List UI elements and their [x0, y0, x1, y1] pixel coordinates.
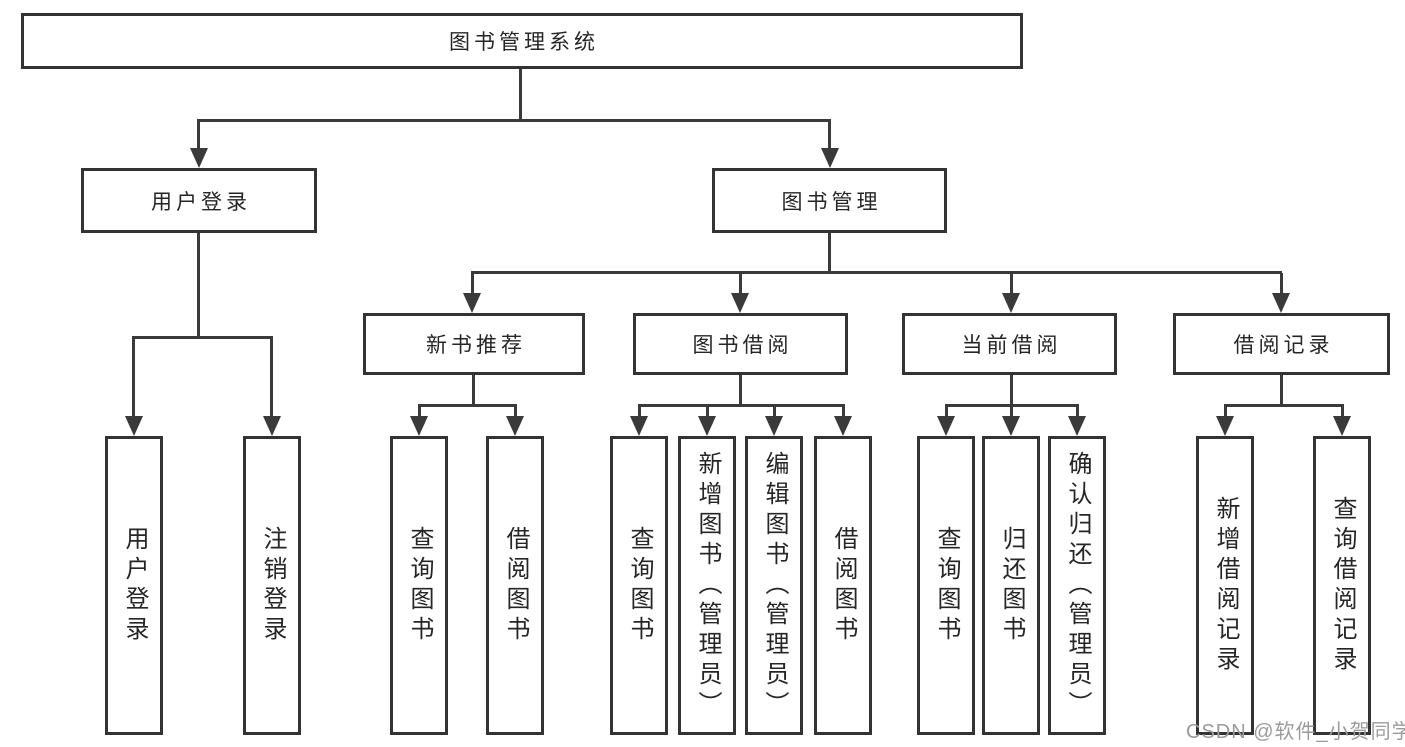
- connector-line: [1280, 273, 1283, 295]
- arrow-down-icon: [125, 416, 143, 436]
- connector-line: [418, 406, 421, 418]
- connector-line: [1224, 406, 1227, 418]
- leaf-label: 归还图书: [998, 525, 1025, 646]
- arrow-down-icon: [821, 148, 839, 168]
- leaf-borrow-book-recommend: 借阅图书: [486, 436, 544, 735]
- node-label: 借阅记录: [1233, 334, 1334, 357]
- arrow-down-icon: [765, 416, 783, 436]
- leaf-query-borrow-record: 查询借阅记录: [1313, 436, 1371, 735]
- csdn-watermark: CSDN @软件_小贺同学: [1186, 721, 1405, 743]
- connector-line: [132, 338, 135, 418]
- leaf-label: 用户登录: [121, 525, 148, 646]
- connector-line: [638, 406, 641, 418]
- connector-line: [418, 404, 517, 407]
- connector-line: [132, 336, 273, 339]
- arrow-down-icon: [1272, 293, 1290, 313]
- arrow-down-icon: [731, 293, 749, 313]
- connector-line: [1010, 375, 1013, 407]
- connector-line: [514, 406, 517, 418]
- arrow-down-icon: [834, 416, 852, 436]
- leaf-label: 借阅图书: [502, 525, 529, 646]
- node-label: 用户登录: [151, 190, 251, 214]
- node-label: 新书推荐: [426, 334, 526, 357]
- node-root: 图书管理系统: [21, 13, 1023, 69]
- leaf-edit-book-admin: 编辑图书（管理员）: [745, 436, 803, 735]
- leaf-label: 新增图书（管理员）: [694, 450, 721, 721]
- arrow-down-icon: [263, 416, 281, 436]
- arrow-down-icon: [1068, 416, 1086, 436]
- leaf-query-book-recommend: 查询图书: [390, 436, 448, 735]
- node-current-borrow: 当前借阅: [902, 313, 1117, 375]
- leaf-label: 查询图书: [933, 525, 960, 646]
- connector-line: [638, 404, 845, 407]
- connector-line: [472, 375, 475, 407]
- node-new-book-recommend: 新书推荐: [363, 313, 585, 375]
- connector-line: [197, 233, 200, 339]
- connector-line: [739, 273, 742, 295]
- leaf-query-book-current: 查询图书: [917, 436, 975, 735]
- connector-line: [706, 406, 709, 418]
- connector-line: [197, 119, 831, 122]
- leaf-label: 借阅图书: [830, 525, 857, 646]
- connector-line: [842, 406, 845, 418]
- connector-line: [945, 406, 948, 418]
- arrow-down-icon: [1002, 293, 1020, 313]
- connector-line: [471, 271, 1282, 274]
- connector-line: [773, 406, 776, 418]
- node-book-borrow: 图书借阅: [633, 313, 848, 375]
- connector-line: [519, 69, 522, 122]
- arrow-down-icon: [506, 416, 524, 436]
- connector-line: [471, 273, 474, 295]
- leaf-label: 注销登录: [259, 525, 286, 646]
- arrow-down-icon: [937, 416, 955, 436]
- connector-line: [828, 121, 831, 150]
- connector-line: [828, 233, 831, 273]
- leaf-logout: 注销登录: [243, 436, 301, 735]
- node-user-login: 用户登录: [81, 168, 317, 233]
- connector-line: [1010, 406, 1013, 418]
- connector-line: [1010, 273, 1013, 295]
- leaf-label: 查询图书: [626, 525, 653, 646]
- connector-line: [1224, 404, 1344, 407]
- connector-line: [945, 404, 1079, 407]
- leaf-user-login: 用户登录: [105, 436, 163, 735]
- leaf-add-book-admin: 新增图书（管理员）: [678, 436, 736, 735]
- leaf-label: 新增借阅记录: [1212, 495, 1239, 676]
- leaf-label: 确认归还（管理员）: [1064, 450, 1091, 721]
- node-label: 图书管理: [781, 190, 882, 214]
- connector-line: [1076, 406, 1079, 418]
- connector-line: [739, 375, 742, 407]
- node-book-management: 图书管理: [712, 168, 947, 233]
- arrow-down-icon: [1216, 416, 1234, 436]
- arrow-down-icon: [630, 416, 648, 436]
- leaf-confirm-return-admin: 确认归还（管理员）: [1048, 436, 1106, 735]
- connector-line: [1341, 406, 1344, 418]
- arrow-down-icon: [463, 293, 481, 313]
- connector-line: [197, 121, 200, 150]
- arrow-down-icon: [410, 416, 428, 436]
- arrow-down-icon: [1002, 416, 1020, 436]
- leaf-label: 编辑图书（管理员）: [761, 450, 788, 721]
- connector-line: [1280, 375, 1283, 407]
- node-label: 图书借阅: [692, 334, 793, 357]
- leaf-label: 查询借阅记录: [1329, 495, 1356, 676]
- leaf-borrow-book: 借阅图书: [814, 436, 872, 735]
- node-borrow-records: 借阅记录: [1173, 313, 1390, 375]
- arrow-down-icon: [698, 416, 716, 436]
- arrow-down-icon: [1333, 416, 1351, 436]
- leaf-label: 查询图书: [406, 525, 433, 646]
- node-label: 当前借阅: [961, 334, 1062, 357]
- leaf-return-book: 归还图书: [982, 436, 1040, 735]
- connector-line: [270, 338, 273, 418]
- arrow-down-icon: [190, 148, 208, 168]
- node-label: 图书管理系统: [449, 31, 599, 54]
- leaf-query-book-borrow: 查询图书: [610, 436, 668, 735]
- leaf-add-borrow-record: 新增借阅记录: [1196, 436, 1254, 735]
